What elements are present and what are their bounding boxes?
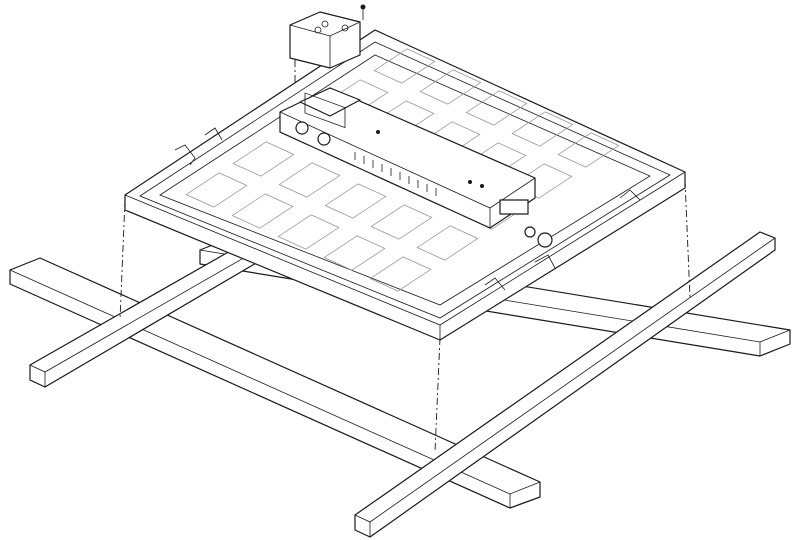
- driver-box: [279, 87, 553, 248]
- junction-box: [289, 11, 361, 69]
- panel-cell: [323, 235, 386, 271]
- panel-cell: [370, 204, 433, 240]
- panel-cell: [324, 183, 387, 219]
- panel-cell: [419, 69, 482, 105]
- panel-cell: [185, 172, 248, 208]
- panel-cell: [232, 141, 295, 177]
- mounting-clips: [174, 127, 641, 291]
- panel-cell: [465, 90, 528, 126]
- panel-cell: [278, 162, 341, 198]
- panel-cell: [369, 256, 432, 292]
- panel-cell: [416, 225, 479, 261]
- panel-cell: [373, 48, 436, 84]
- panel-cell: [511, 111, 574, 147]
- panel-cell: [277, 214, 340, 250]
- panel-cell: [557, 132, 620, 168]
- screw-icon: [360, 4, 366, 20]
- panel-cell: [231, 193, 294, 229]
- driver-vents: [354, 152, 437, 196]
- grid-bar-right-front: [354, 231, 776, 538]
